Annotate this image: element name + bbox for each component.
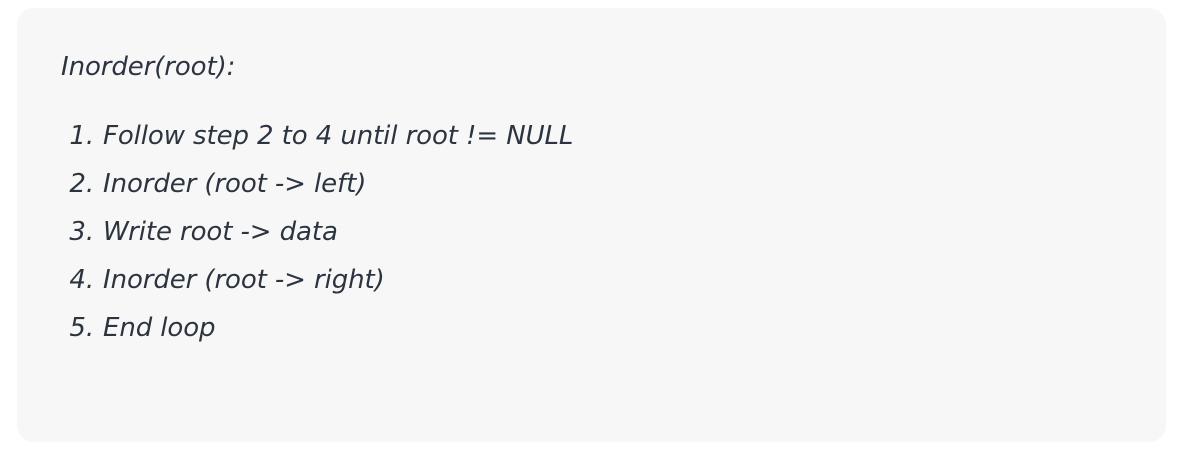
list-item: 3. Write root -> data [61, 217, 573, 265]
algorithm-title: Inorder(root): [61, 52, 236, 82]
algorithm-step-list: 1. Follow step 2 to 4 until root != NULL… [61, 121, 573, 361]
step-text: Write root -> data [103, 217, 338, 247]
step-marker: 2. [69, 169, 94, 199]
step-marker: 5. [69, 313, 94, 343]
list-item: 2. Inorder (root -> left) [61, 169, 573, 217]
list-item: 4. Inorder (root -> right) [61, 265, 573, 313]
list-item: 5. End loop [61, 313, 573, 361]
list-item: 1. Follow step 2 to 4 until root != NULL [61, 121, 573, 169]
step-text: Inorder (root -> left) [103, 169, 367, 199]
step-text: End loop [103, 313, 216, 343]
step-marker: 1. [69, 121, 94, 151]
step-marker: 3. [69, 217, 94, 247]
step-text: Follow step 2 to 4 until root != NULL [103, 121, 574, 151]
step-text: Inorder (root -> right) [103, 265, 385, 295]
algorithm-card: Inorder(root): 1. Follow step 2 to 4 unt… [17, 8, 1166, 442]
step-marker: 4. [69, 265, 94, 295]
